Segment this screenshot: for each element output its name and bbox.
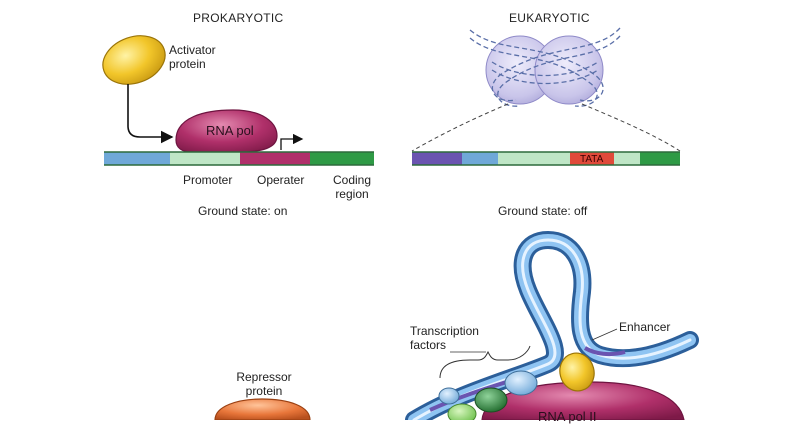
transcription-label-line1: Transcription (410, 324, 479, 338)
tf-green (474, 387, 508, 413)
repressor-protein-label: Repressor protein (227, 370, 301, 398)
transcription-label-line2: factors (410, 338, 447, 352)
repressor-label-line1: Repressor (236, 370, 292, 384)
nucleosome (469, 27, 621, 107)
transcription-start-arrow (280, 133, 304, 150)
prokaryotic-ground-state: Ground state: on (198, 204, 288, 218)
coding-region-label: Coding region (327, 173, 377, 201)
repressor-label-line2: protein (245, 384, 283, 398)
enhancer-pointer (591, 328, 618, 341)
activator-protein-label: Activator protein (169, 43, 216, 71)
coding-label-line1: Coding (332, 173, 372, 187)
zoom-line-right (581, 103, 681, 152)
tf-blue-1 (504, 370, 538, 396)
activator-label-line2: protein (169, 57, 206, 71)
repressor-protein (214, 398, 311, 420)
operator-label: Operater (257, 173, 305, 187)
transcription-factors-label: Transcription factors (410, 324, 479, 352)
prokaryotic-heading: PROKARYOTIC (193, 11, 284, 25)
rna-pol-ii-label: RNA pol II (538, 409, 597, 424)
transcription-factors-brace (439, 345, 531, 379)
activator-to-rnapol-arrow (127, 84, 174, 144)
coding-label-line2: region (335, 187, 369, 201)
activator-protein (102, 35, 166, 85)
rna-pol-label: RNA pol (206, 123, 254, 138)
activator-label-line1: Activator (169, 43, 216, 57)
prokaryotic-dna-strand (104, 151, 374, 166)
tf-blue-2 (438, 387, 460, 405)
eukaryotic-ground-state: Ground state: off (498, 204, 588, 218)
promoter-label: Promoter (183, 173, 233, 187)
tf-lime (447, 403, 477, 420)
eukaryotic-dna-strand (412, 151, 680, 166)
zoom-line-left (411, 103, 509, 152)
tata-label: TATA (580, 154, 604, 165)
enhancer-activator (559, 352, 595, 392)
enhancer-label: Enhancer (619, 320, 671, 334)
eukaryotic-heading: EUKARYOTIC (509, 11, 590, 25)
